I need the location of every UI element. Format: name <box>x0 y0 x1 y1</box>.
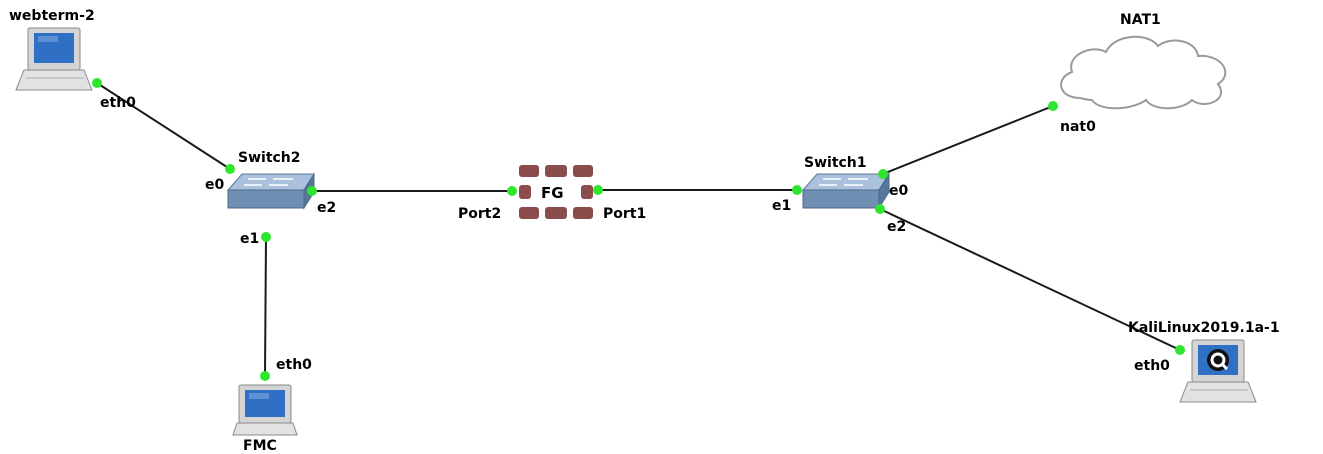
port-dot-switch2-e0[interactable] <box>225 164 235 174</box>
port-dot-fg-port1[interactable] <box>593 185 603 195</box>
webterm-2-computer-icon[interactable] <box>15 27 93 91</box>
port-dot-webterm-eth0[interactable] <box>92 78 102 88</box>
port-dot-kali-eth0[interactable] <box>1175 345 1185 355</box>
port-dot-fg-port2[interactable] <box>507 186 517 196</box>
link-webterm-switch2[interactable] <box>96 82 231 170</box>
webterm-2-label: webterm-2 <box>9 8 95 24</box>
switch1-switch-icon[interactable] <box>801 172 890 210</box>
port-label-webterm-eth0: eth0 <box>100 95 136 111</box>
links <box>96 82 1181 377</box>
link-switch1-kali[interactable] <box>879 208 1181 351</box>
fmc-label: FMC <box>243 438 277 454</box>
port-label-nat1-nat0: nat0 <box>1060 119 1096 135</box>
nat1-cloud-icon[interactable] <box>1060 35 1227 110</box>
port-label-kali-eth0: eth0 <box>1134 358 1170 374</box>
port-label-fg-port1: Port1 <box>603 206 647 222</box>
port-dot-fmc-eth0[interactable] <box>260 371 270 381</box>
link-switch2-fmc[interactable] <box>264 236 267 377</box>
fmc-computer-icon[interactable] <box>232 384 298 436</box>
port-label-switch1-e1: e1 <box>772 198 792 214</box>
port-label-switch1-e2: e2 <box>887 219 907 235</box>
fg-label: FG <box>541 184 564 202</box>
port-dot-switch1-e2[interactable] <box>875 204 885 214</box>
port-dot-nat1-nat0[interactable] <box>1048 101 1058 111</box>
port-label-switch2-e2: e2 <box>317 200 337 216</box>
port-dot-switch2-e1[interactable] <box>261 232 271 242</box>
kali-label: KaliLinux2019.1a-1 <box>1128 320 1280 336</box>
port-dots <box>92 78 1185 381</box>
nat1-label: NAT1 <box>1120 12 1161 28</box>
port-dot-switch2-e2[interactable] <box>307 186 317 196</box>
switch2-switch-icon[interactable] <box>226 172 315 210</box>
port-dot-switch1-e0[interactable] <box>878 169 888 179</box>
switch2-label: Switch2 <box>238 150 301 166</box>
port-label-switch2-e0: e0 <box>205 177 225 193</box>
switch1-label: Switch1 <box>804 155 867 171</box>
port-label-switch2-e1: e1 <box>240 231 260 247</box>
kali-computer-icon[interactable] <box>1179 339 1257 403</box>
port-label-switch1-e0: e0 <box>889 183 909 199</box>
port-label-fg-port2: Port2 <box>458 206 502 222</box>
link-switch1-nat1[interactable] <box>882 105 1054 175</box>
fg-firewall-icon[interactable] <box>517 163 595 221</box>
port-dot-switch1-e1[interactable] <box>792 185 802 195</box>
port-label-fmc-eth0: eth0 <box>276 357 312 373</box>
